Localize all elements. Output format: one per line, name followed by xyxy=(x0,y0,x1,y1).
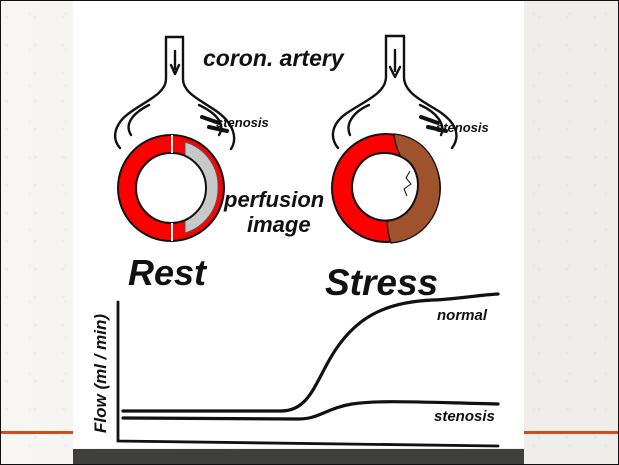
perfusion-label: perfusion xyxy=(223,187,324,212)
vessel-label: coron. artery xyxy=(203,45,345,71)
rest-perfusion-ring xyxy=(118,135,224,241)
stress-perfusion-ring xyxy=(332,134,440,243)
diagram-svg: coron. artery xyxy=(73,1,524,448)
stenosis-curve-label: stenosis xyxy=(434,408,495,425)
right-accent-line xyxy=(523,431,619,434)
bottom-dark-band xyxy=(73,449,524,465)
title-group: coron. artery xyxy=(203,45,345,71)
flow-axis-label: Flow (ml / min) xyxy=(91,314,110,433)
rest-stenosis-label: stenosis xyxy=(216,115,269,130)
flow-chart: Flow (ml / min) normal stenosis xyxy=(91,294,498,446)
rest-inner-cavity xyxy=(136,153,206,223)
rest-label: Rest xyxy=(128,252,208,293)
stress-label: Stress xyxy=(325,262,438,303)
stress-stenosis-label: stenosis xyxy=(436,120,489,135)
rest-artery-left-wall xyxy=(115,37,166,148)
myocardial-perfusion-diagram: coron. artery xyxy=(73,1,524,448)
left-accent-line xyxy=(1,431,75,434)
stress-inner-cavity xyxy=(352,153,418,221)
normal-curve-label: normal xyxy=(437,307,488,324)
rest-inner-left-branch xyxy=(129,105,149,135)
image-label: image xyxy=(247,212,311,237)
